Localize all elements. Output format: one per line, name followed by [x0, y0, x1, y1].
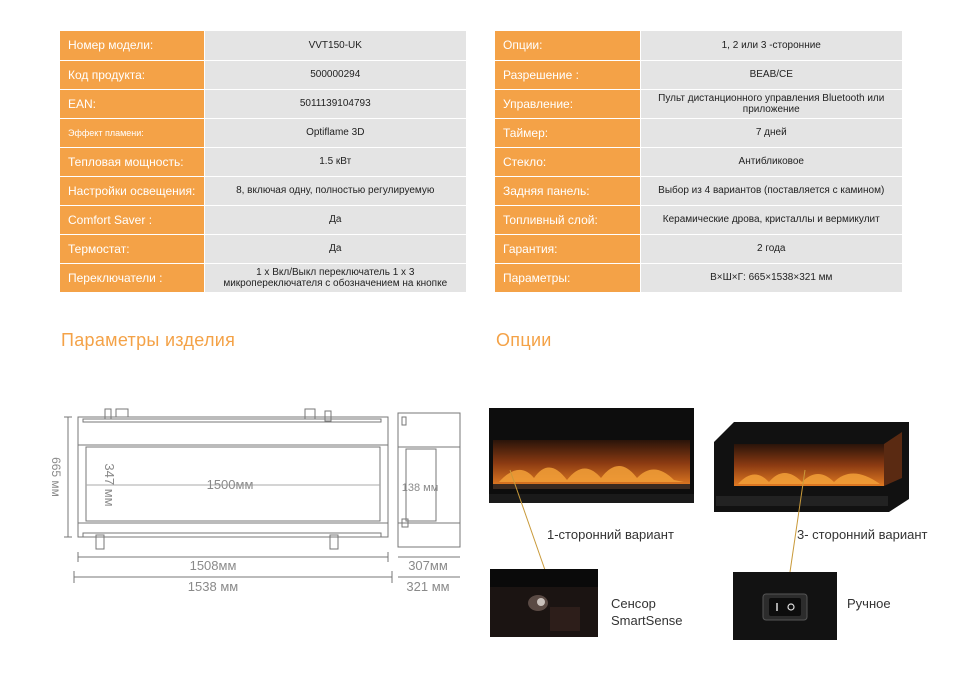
- spec-label: Параметры:: [495, 263, 641, 293]
- spec-row: Параметры:В×Ш×Г: 665×1538×321 мм: [495, 263, 902, 293]
- side-height-label: 138 мм: [402, 482, 439, 494]
- spec-value: Керамические дрова, кристаллы и вермикул…: [640, 205, 902, 235]
- spec-row: Топливный слой:Керамические дрова, крист…: [495, 205, 902, 235]
- spec-row: Тепловая мощность:1.5 кВт: [60, 147, 466, 177]
- spec-label: Стекло:: [495, 147, 641, 177]
- spec-label: EAN:: [60, 89, 205, 119]
- width-inner-label: 1500мм: [207, 477, 254, 492]
- spec-label: Управление:: [495, 89, 641, 119]
- spec-row: Стекло:Антибликовое: [495, 147, 902, 177]
- spec-row: Разрешение :BEAB/CE: [495, 60, 902, 90]
- depth-total-label: 321 мм: [406, 579, 449, 594]
- spec-label: Тепловая мощность:: [60, 147, 205, 177]
- spec-row: Термостат:Да: [60, 234, 466, 264]
- spec-label: Задняя панель:: [495, 176, 641, 206]
- spec-label: Опции:: [495, 31, 641, 61]
- dimension-drawing: 665 мм 347 мм 1500мм 1508мм 1538 мм 138 …: [49, 408, 461, 594]
- spec-row: Опции:1, 2 или 3 -сторонние: [495, 31, 902, 61]
- spec-value: Выбор из 4 вариантов (поставляется с кам…: [640, 176, 902, 206]
- spec-value: 1.5 кВт: [204, 147, 466, 177]
- spec-label: Эффект пламени:: [60, 118, 205, 148]
- spec-value: 8, включая одну, полностью регулируемую: [204, 176, 466, 206]
- spec-row: Comfort Saver :Да: [60, 205, 466, 235]
- manual-switch-image: [733, 572, 837, 640]
- spec-value: 1, 2 или 3 -сторонние: [640, 31, 902, 61]
- manual-caption: Ручное: [847, 596, 891, 611]
- spec-row: Эффект пламени:Optiflame 3D: [60, 118, 466, 148]
- spec-value: Optiflame 3D: [204, 118, 466, 148]
- spec-label: Разрешение :: [495, 60, 641, 90]
- spec-label: Настройки освещения:: [60, 176, 205, 206]
- spec-row: Гарантия:2 года: [495, 234, 902, 264]
- spec-label: Гарантия:: [495, 234, 641, 264]
- spec-value: 5011139104793: [204, 89, 466, 119]
- width-total-label: 1538 мм: [188, 579, 238, 594]
- spec-value: Да: [204, 234, 466, 264]
- spec-label: Топливный слой:: [495, 205, 641, 235]
- spec-row: Управление:Пульт дистанционного управлен…: [495, 89, 902, 119]
- spec-value: Антибликовое: [640, 147, 902, 177]
- spec-label: Код продукта:: [60, 60, 205, 90]
- three-sided-fireplace-image: [714, 422, 909, 512]
- spec-value: Да: [204, 205, 466, 235]
- spec-value: 1 x Вкл/Выкл переключатель 1 x 3 микропе…: [204, 263, 466, 293]
- spec-row: Код продукта:500000294: [60, 60, 466, 90]
- spec-value: 7 дней: [640, 118, 902, 148]
- spec-row: EAN:5011139104793: [60, 89, 466, 119]
- one-sided-caption: 1-сторонний вариант: [547, 527, 674, 542]
- sensor-caption-line1: Сенсор: [611, 596, 656, 611]
- smartsense-sensor-image: [490, 569, 598, 637]
- spec-row: Номер модели:VVT150-UK: [60, 31, 466, 61]
- spec-value: VVT150-UK: [204, 31, 466, 61]
- depth-inner-label: 307мм: [408, 558, 448, 573]
- spec-row: Переключатели :1 x Вкл/Выкл переключател…: [60, 263, 466, 293]
- spec-value: BEAB/CE: [640, 60, 902, 90]
- spec-label: Номер модели:: [60, 31, 205, 61]
- width-mid-label: 1508мм: [190, 558, 237, 573]
- spec-value: 500000294: [204, 60, 466, 90]
- sensor-caption-line2: SmartSense: [611, 613, 683, 628]
- one-sided-fireplace-image: [489, 408, 694, 503]
- spec-value: Пульт дистанционного управления Bluetoot…: [640, 89, 902, 119]
- height-inner-label: 347 мм: [102, 463, 117, 506]
- spec-row: Таймер:7 дней: [495, 118, 902, 148]
- spec-label: Переключатели :: [60, 263, 205, 293]
- spec-value: В×Ш×Г: 665×1538×321 мм: [640, 263, 902, 293]
- height-total-label: 665 мм: [49, 457, 63, 497]
- spec-label: Таймер:: [495, 118, 641, 148]
- spec-row: Задняя панель:Выбор из 4 вариантов (пост…: [495, 176, 902, 206]
- spec-value: 2 года: [640, 234, 902, 264]
- params-section-title: Параметры изделия: [61, 330, 236, 350]
- spec-row: Настройки освещения:8, включая одну, пол…: [60, 176, 466, 206]
- three-sided-caption: 3- сторонний вариант: [797, 527, 928, 542]
- options-section-title: Опции: [496, 330, 552, 350]
- sensor-caption: Сенсор SmartSense: [611, 595, 683, 629]
- spec-label: Comfort Saver :: [60, 205, 205, 235]
- spec-label: Термостат:: [60, 234, 205, 264]
